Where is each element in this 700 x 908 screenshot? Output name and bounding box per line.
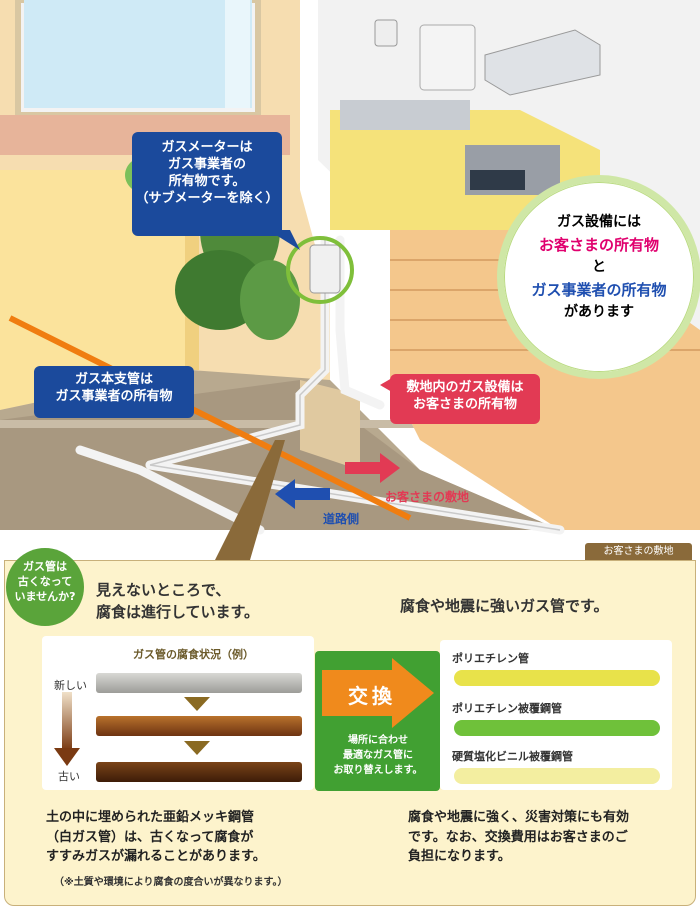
left-body-text: 土の中に埋められた亜鉛メッキ鋼管 （白ガス管）は、古くなって腐食が すすみガスが… bbox=[46, 810, 266, 864]
customer-side-arrow bbox=[345, 453, 400, 483]
panel-pointer bbox=[215, 440, 285, 560]
corrosion-caption: ガス管の腐食状況（例） bbox=[133, 648, 254, 661]
road-side-arrow bbox=[275, 479, 330, 509]
main-pipe-ownership-callout: ガス本支管は ガス事業者の所有物 bbox=[34, 366, 194, 418]
old-label: 古い bbox=[58, 770, 80, 783]
left-note: （※土質や環境により腐食の度合いが異なります。） bbox=[54, 877, 288, 888]
new-pipe-sample bbox=[96, 673, 302, 693]
exchange-label: 交換 bbox=[348, 684, 396, 708]
road-side-label: 道路側 bbox=[323, 512, 360, 526]
house-illustration bbox=[0, 0, 700, 560]
property-boundary-line bbox=[8, 315, 412, 521]
new-label: 新しい bbox=[54, 679, 87, 692]
right-section-title: 腐食や地震に強いガス管です。 bbox=[400, 597, 609, 615]
down-triangle-icon bbox=[184, 741, 210, 755]
down-triangle-icon bbox=[184, 697, 210, 711]
pipe-type-label: ポリエチレン被覆鋼管 bbox=[452, 702, 562, 715]
premises-tag: お客さまの敷地 bbox=[585, 543, 692, 560]
right-body-text: 腐食や地震に強く、災害対策にも有効 です。なお、交換費用はお客さまのご 負担にな… bbox=[408, 810, 630, 864]
gas-meter bbox=[309, 244, 341, 294]
water-heater bbox=[419, 24, 476, 91]
pvc-coated-steel-pipe-sample bbox=[454, 768, 660, 784]
meter-ownership-callout: ガスメーターは ガス事業者の 所有物です。 （サブメーターを除く） bbox=[132, 132, 282, 236]
exchange-arrow bbox=[322, 658, 434, 728]
pipe-type-label: 硬質塩化ビニル被覆鋼管 bbox=[452, 750, 573, 763]
old-pipe-badge: ガス管は 古くなって いませんか? bbox=[6, 548, 84, 626]
mid-corroded-pipe-sample bbox=[96, 716, 302, 736]
exchange-description: 場所に合わせ 最適なガス管に お取り替えします。 bbox=[333, 735, 423, 776]
customer-premises-label: お客さまの敷地 bbox=[385, 490, 470, 504]
range-hood bbox=[484, 29, 601, 96]
meter-highlight-ring bbox=[286, 236, 354, 304]
premises-ownership-callout: 敷地内のガス設備は お客さまの所有物 bbox=[390, 374, 540, 424]
polyethylene-pipe-sample bbox=[454, 670, 660, 686]
pipe-type-label: ポリエチレン管 bbox=[452, 652, 529, 665]
polyethylene-coated-steel-pipe-sample bbox=[454, 720, 660, 736]
aging-arrow bbox=[54, 692, 80, 766]
left-section-title: 見えないところで、 腐食は進行しています。 bbox=[96, 581, 260, 621]
ownership-info-circle: ガス設備には お客さまの所有物 と ガス事業者の所有物 があります bbox=[497, 175, 700, 379]
pipe-types-card bbox=[440, 640, 672, 790]
old-corroded-pipe-sample bbox=[96, 762, 302, 782]
